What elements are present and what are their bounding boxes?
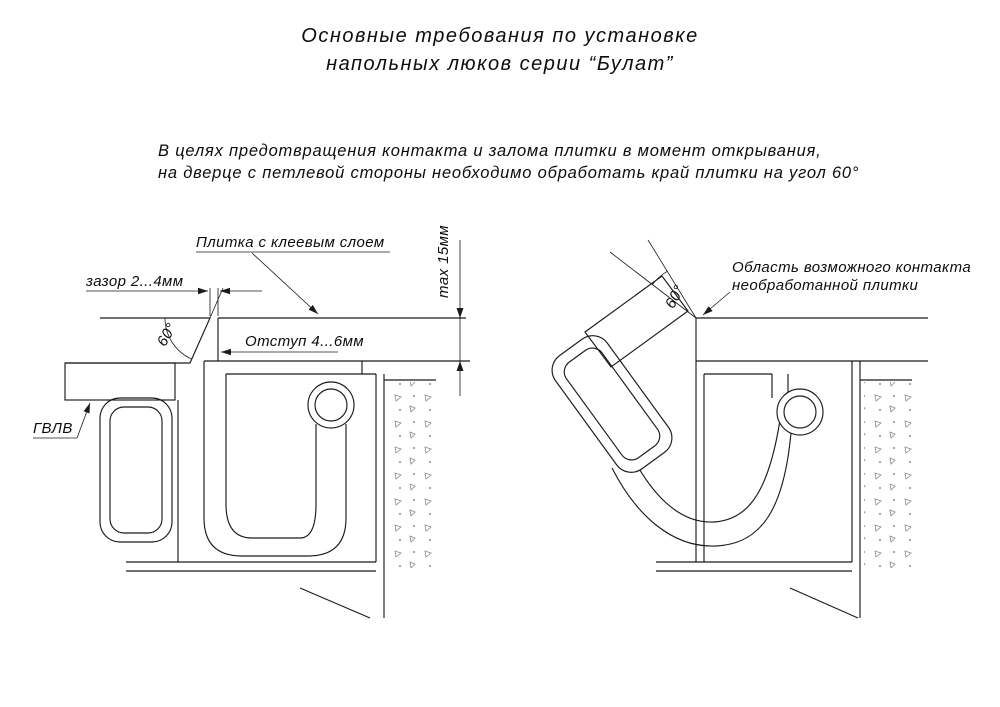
door-tile-hatch: [584, 275, 689, 368]
right-frame-lines: [656, 317, 928, 619]
contact-construction-lines: [609, 239, 697, 319]
concrete-hatch-left: [388, 382, 438, 568]
instruction-note: В целях предотвращения контакта и залома…: [158, 140, 859, 184]
hinge-circle-inner: [314, 388, 348, 422]
contact-label-line-2: необработанной плитки: [732, 277, 919, 294]
lid-and-frame-lines: [126, 317, 470, 619]
hinge-tube-outer: [611, 419, 793, 547]
door-leaf: [551, 335, 673, 473]
gvl-leader: [76, 402, 91, 439]
right-drawing: Область возможного контакта необработанн…: [551, 239, 971, 619]
fixed-tile-shape: [65, 317, 211, 364]
title-line-1: Основные требования по установке: [301, 25, 699, 47]
note-line-2: на дверце с петлевой стороны необходимо …: [158, 164, 860, 182]
tile-glue-label: Плитка с клеевым слоем: [196, 234, 385, 251]
page-title: Основные требования по установке напольн…: [0, 22, 1000, 78]
bevel-angle-label: 60°: [154, 320, 181, 349]
left-dimension-lines: [196, 240, 461, 396]
hinge-circle-inner-right: [783, 395, 817, 429]
offset-label: Отступ 4...6мм: [245, 333, 364, 350]
gvl-label: ГВЛВ: [33, 420, 73, 437]
left-drawing: Плитка с клеевым слоем зазор 2...4мм 60°…: [33, 225, 470, 619]
bevel-angle-arc: [164, 317, 192, 360]
contact-label-line-1: Область возможного контакта: [732, 259, 971, 276]
gap-label: зазор 2...4мм: [85, 273, 183, 290]
frame-profile-outer: [99, 397, 173, 543]
max-height-label: max 15мм: [435, 225, 452, 298]
concrete-hatch-right: [864, 382, 914, 568]
note-line-1: В целях предотвращения контакта и залома…: [158, 142, 822, 160]
contact-angle-arc: [652, 270, 668, 285]
frame-profile-inner: [109, 406, 163, 534]
door-leaf-outer: [551, 335, 673, 473]
contact-leader: [702, 291, 731, 316]
hinge-tube-inner: [629, 419, 781, 523]
tile-glue-leader: [251, 252, 319, 315]
gvl-board-hatch: [64, 362, 176, 401]
door-leaf-inner: [563, 347, 661, 461]
contact-angle-label: 60°: [662, 282, 688, 311]
title-line-2: напольных люков серии “Булат”: [326, 53, 674, 75]
